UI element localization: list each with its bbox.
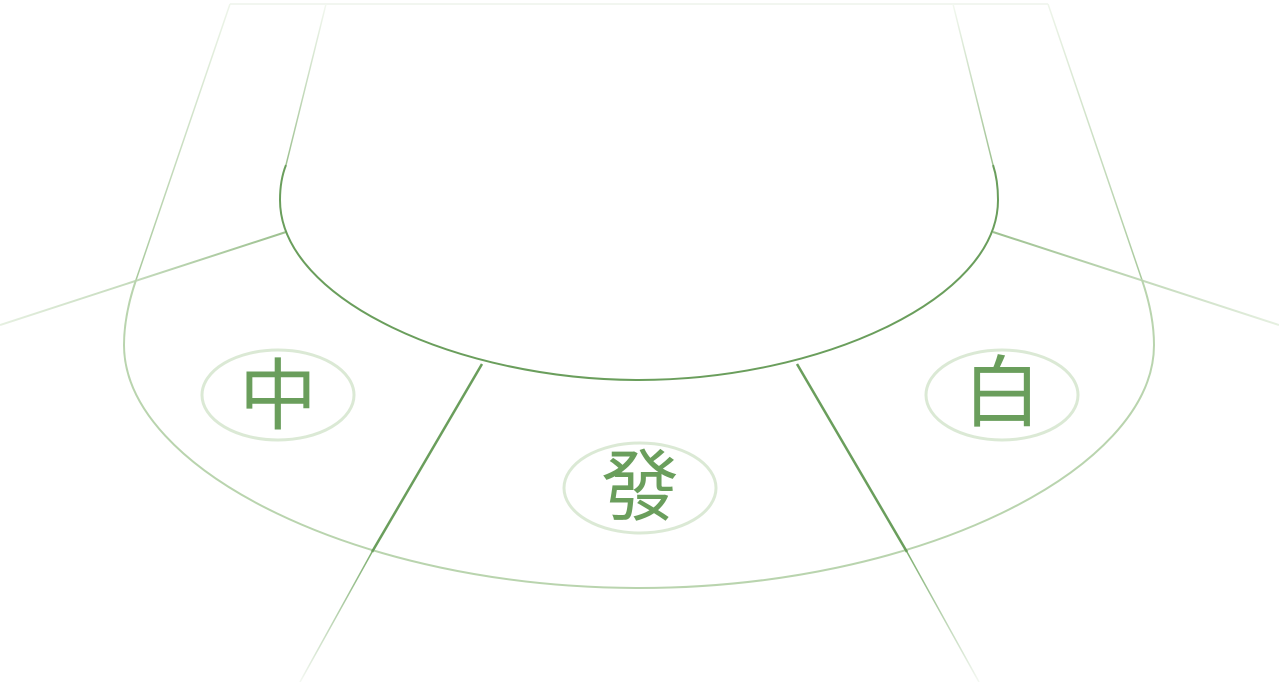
inner-play-area-edge [278, 164, 1000, 382]
divider-left-upper [370, 363, 484, 553]
red-dragon-glyph: 中 [239, 352, 317, 442]
seat-bottom[interactable]: 發 [562, 441, 718, 535]
seat-right[interactable]: 白 [924, 348, 1080, 442]
divider-right-upper [795, 363, 909, 553]
divider-right-lower [906, 551, 980, 682]
seat-badge-ring [924, 348, 1080, 442]
inner-left-edge [285, 3, 327, 166]
outer-table-edge [122, 279, 1156, 590]
inner-right-edge [952, 3, 994, 166]
white-dragon-glyph: 白 [963, 349, 1041, 439]
divider-left-lower [299, 551, 373, 682]
green-dragon-glyph: 發 [601, 443, 679, 533]
seat-badge-ring [562, 441, 718, 535]
left-wing-line [0, 231, 287, 326]
outer-left-edge [135, 3, 231, 281]
outer-right-edge [1047, 3, 1143, 281]
seat-badge-ring [200, 348, 356, 442]
right-wing-line [992, 231, 1279, 326]
seat-left[interactable]: 中 [200, 348, 356, 442]
